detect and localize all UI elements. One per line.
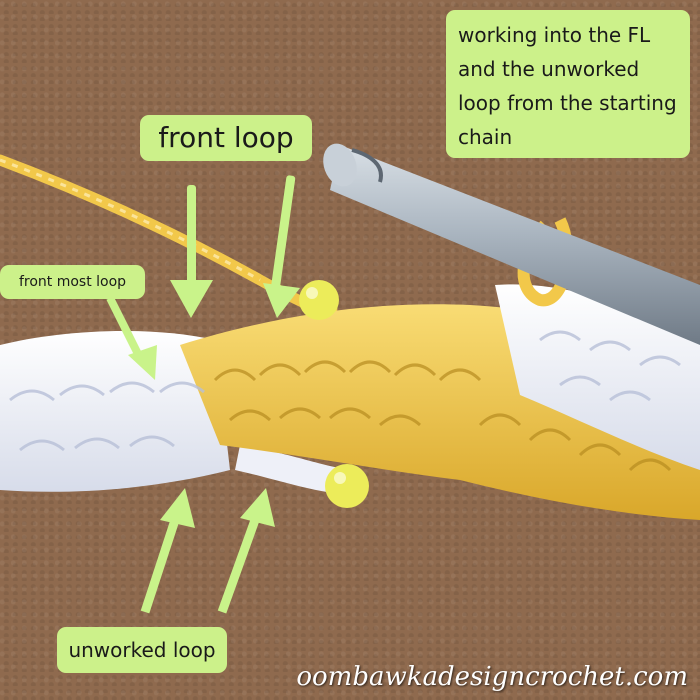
stitch-marker-top: [299, 280, 339, 320]
site-watermark: oombawkadesigncrochet.com: [296, 662, 688, 692]
arrow-unworked-loop-right: [217, 488, 275, 614]
unworked-loop-label: unworked loop: [57, 627, 227, 673]
front-most-loop-label: front most loop: [0, 265, 145, 299]
stitch-marker-bottom: [325, 464, 369, 508]
arrow-front-most-loop: [106, 296, 157, 380]
front-loop-label: front loop: [140, 115, 312, 161]
yellow-stitch-texture: [213, 360, 672, 472]
arrows: [106, 175, 300, 614]
arrow-front-loop-right: [263, 175, 300, 318]
white-stitch-texture: [9, 330, 681, 452]
arrow-front-loop-left: [170, 185, 213, 318]
white-yarn-band: [0, 330, 230, 492]
arrow-unworked-loop-left: [140, 488, 195, 614]
crochet-hook-graphic: [323, 143, 700, 345]
instruction-label: working into the FL and the unworked loo…: [446, 10, 690, 158]
